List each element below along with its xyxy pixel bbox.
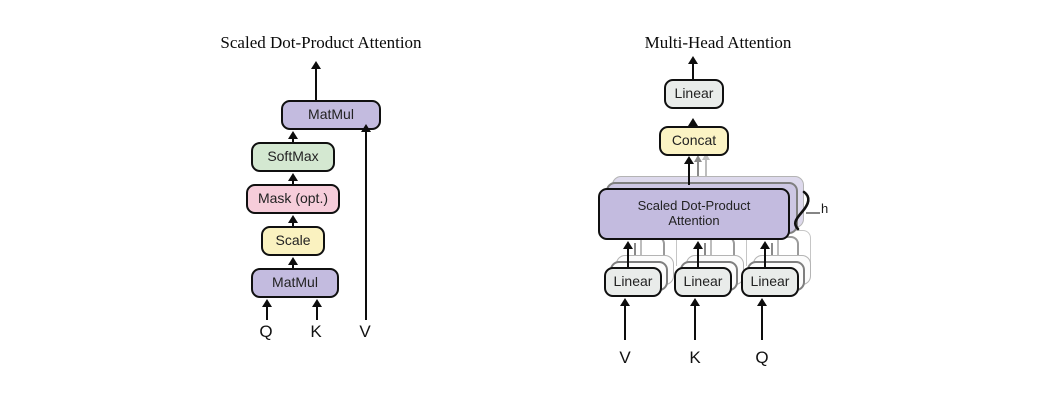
- output-arrowhead-right: [688, 56, 698, 64]
- input-line-v-right: [623, 305, 627, 340]
- input-line-k-right: [693, 305, 697, 340]
- connector-linear-k-to-sdpa: [696, 248, 700, 268]
- connector-linear-q-ghost-2: [777, 238, 779, 266]
- heads-count-label: h: [821, 201, 829, 216]
- input-label-q-right: Q: [755, 348, 769, 367]
- node-mask[interactable]: Mask (opt.): [246, 184, 340, 214]
- node-softmax-label: SoftMax: [267, 148, 319, 165]
- node-matmul-top[interactable]: MatMul: [281, 100, 381, 130]
- node-matmul-top-label: MatMul: [308, 106, 354, 123]
- input-label-v-right: V: [619, 348, 631, 367]
- head-line-1-to-concat: [687, 163, 691, 185]
- head-arrowhead-1-to-concat: [684, 156, 694, 164]
- panel-title-multi-head-attention: Multi-Head Attention: [644, 33, 792, 52]
- panel-title-scaled-dot-product-attention: Scaled Dot-Product Attention: [220, 33, 422, 52]
- input-arrowhead-k-left: [312, 299, 322, 307]
- arrowhead-linear-q-to-sdpa: [760, 241, 770, 249]
- input-label-v-left: V: [359, 322, 371, 341]
- output-arrowhead-left: [311, 61, 321, 69]
- arrowhead-concat-to-linear: [688, 118, 698, 126]
- sdpa-label-line-1: Scaled Dot-Product: [637, 198, 751, 214]
- node-linear-v-label: Linear: [613, 273, 653, 290]
- node-concat[interactable]: Concat: [659, 126, 729, 156]
- node-matmul-bottom-label: MatMul: [272, 274, 318, 291]
- head-line-3-to-concat: [705, 159, 707, 178]
- input-label-q-left: Q: [259, 322, 273, 341]
- input-label-k-left: K: [310, 322, 322, 341]
- node-scaled-dot-product-attention[interactable]: Scaled Dot-Product Attention: [598, 188, 790, 240]
- sdpa-label-line-2: Attention: [668, 213, 720, 228]
- node-mask-label: Mask (opt.): [257, 190, 328, 207]
- arrowhead-linear-k-to-sdpa: [693, 241, 703, 249]
- input-line-k-left: [315, 306, 319, 320]
- node-scale[interactable]: Scale: [261, 226, 325, 256]
- head-arrowhead-2-to-concat: [693, 155, 702, 162]
- arrowhead-softmax-to-matmul: [288, 131, 298, 139]
- input-arrowhead-v-left: [361, 124, 371, 132]
- input-arrowhead-q-left: [262, 299, 272, 307]
- head-line-2-to-concat: [696, 161, 699, 181]
- connector-linear-q-to-sdpa: [763, 248, 767, 268]
- node-linear-output-label: Linear: [674, 85, 714, 102]
- heads-brace-icon: [793, 190, 820, 231]
- arrowhead-mask-to-softmax: [288, 173, 298, 181]
- input-line-q-left: [265, 306, 269, 320]
- output-line-left: [314, 68, 318, 100]
- output-line-right: [691, 63, 695, 85]
- connector-linear-v-to-sdpa: [626, 248, 630, 268]
- node-concat-label: Concat: [671, 132, 717, 149]
- input-arrowhead-k-right: [690, 298, 700, 306]
- arrowhead-scale-to-mask: [288, 215, 298, 223]
- arrowhead-matmul-to-scale: [288, 257, 298, 265]
- node-linear-k-label: Linear: [683, 273, 723, 290]
- connector-linear-v-ghost-2: [640, 238, 642, 266]
- head-arrowhead-3-to-concat: [702, 153, 710, 160]
- node-matmul-bottom[interactable]: MatMul: [251, 268, 339, 298]
- node-linear-q-label: Linear: [750, 273, 790, 290]
- node-softmax[interactable]: SoftMax: [251, 142, 335, 172]
- node-linear-k[interactable]: Linear: [674, 267, 732, 297]
- arrowhead-linear-v-to-sdpa: [623, 241, 633, 249]
- connector-linear-k-ghost-2: [710, 238, 712, 266]
- node-linear-q[interactable]: Linear: [741, 267, 799, 297]
- input-arrowhead-q-right: [757, 298, 767, 306]
- node-linear-output[interactable]: Linear: [664, 79, 724, 109]
- node-scale-label: Scale: [275, 232, 311, 249]
- input-label-k-right: K: [689, 348, 701, 367]
- input-line-v-left: [364, 131, 368, 320]
- input-arrowhead-v-right: [620, 298, 630, 306]
- node-linear-v[interactable]: Linear: [604, 267, 662, 297]
- input-line-q-right: [760, 305, 764, 340]
